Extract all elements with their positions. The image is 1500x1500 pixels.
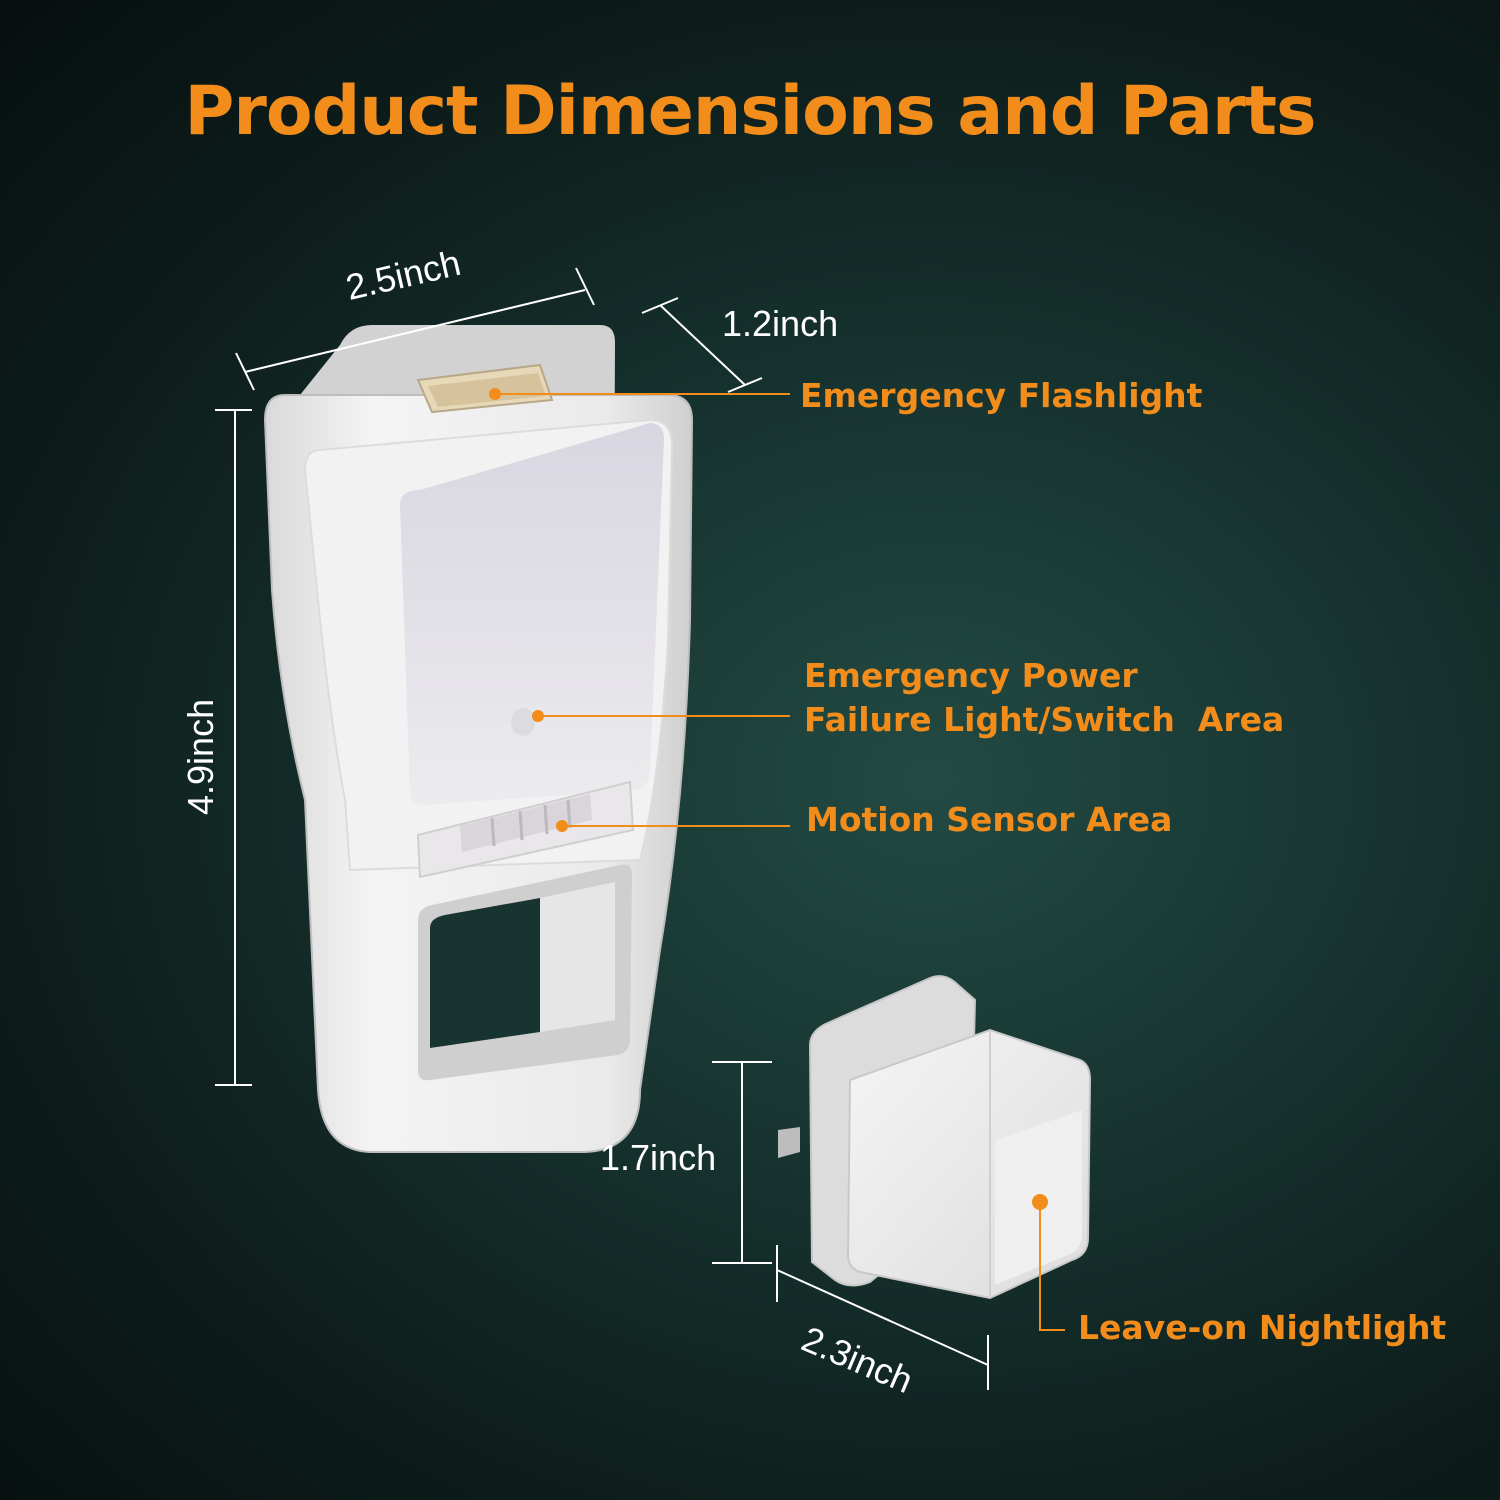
outlet-cutout xyxy=(418,864,632,1081)
power-failure-callout-dot xyxy=(532,710,544,722)
callout-power-failure-line1: Emergency Power xyxy=(804,656,1138,695)
plug-prong xyxy=(778,1127,800,1158)
callout-leaders xyxy=(495,393,1065,1331)
callout-nightlight: Leave-on Nightlight xyxy=(1078,1308,1447,1347)
dimension-depth-main: 1.2inch xyxy=(722,303,839,344)
flashlight-callout-dot xyxy=(489,388,501,400)
emergency-light-lens xyxy=(400,423,664,805)
callout-motion-sensor: Motion Sensor Area xyxy=(806,800,1173,839)
dimension-height-main: 4.9inch xyxy=(180,698,221,815)
dimension-height-plug: 1.7inch xyxy=(600,1137,717,1178)
motion-sensor-callout-dot xyxy=(556,820,568,832)
motion-sensor-strip xyxy=(416,780,635,879)
main-light-unit xyxy=(263,325,694,1153)
nightlight-callout-dot xyxy=(1032,1194,1048,1210)
plug-nightlight-unit xyxy=(778,975,1092,1300)
dimension-lines xyxy=(215,267,989,1390)
callout-power-failure-line2: Failure Light/Switch Area xyxy=(804,700,1285,739)
flashlight-window xyxy=(416,363,554,414)
page-title: Product Dimensions and Parts xyxy=(184,72,1317,151)
switch-dimple xyxy=(511,708,535,736)
callout-dots xyxy=(489,388,1048,1210)
callout-flashlight: Emergency Flashlight xyxy=(800,376,1203,415)
